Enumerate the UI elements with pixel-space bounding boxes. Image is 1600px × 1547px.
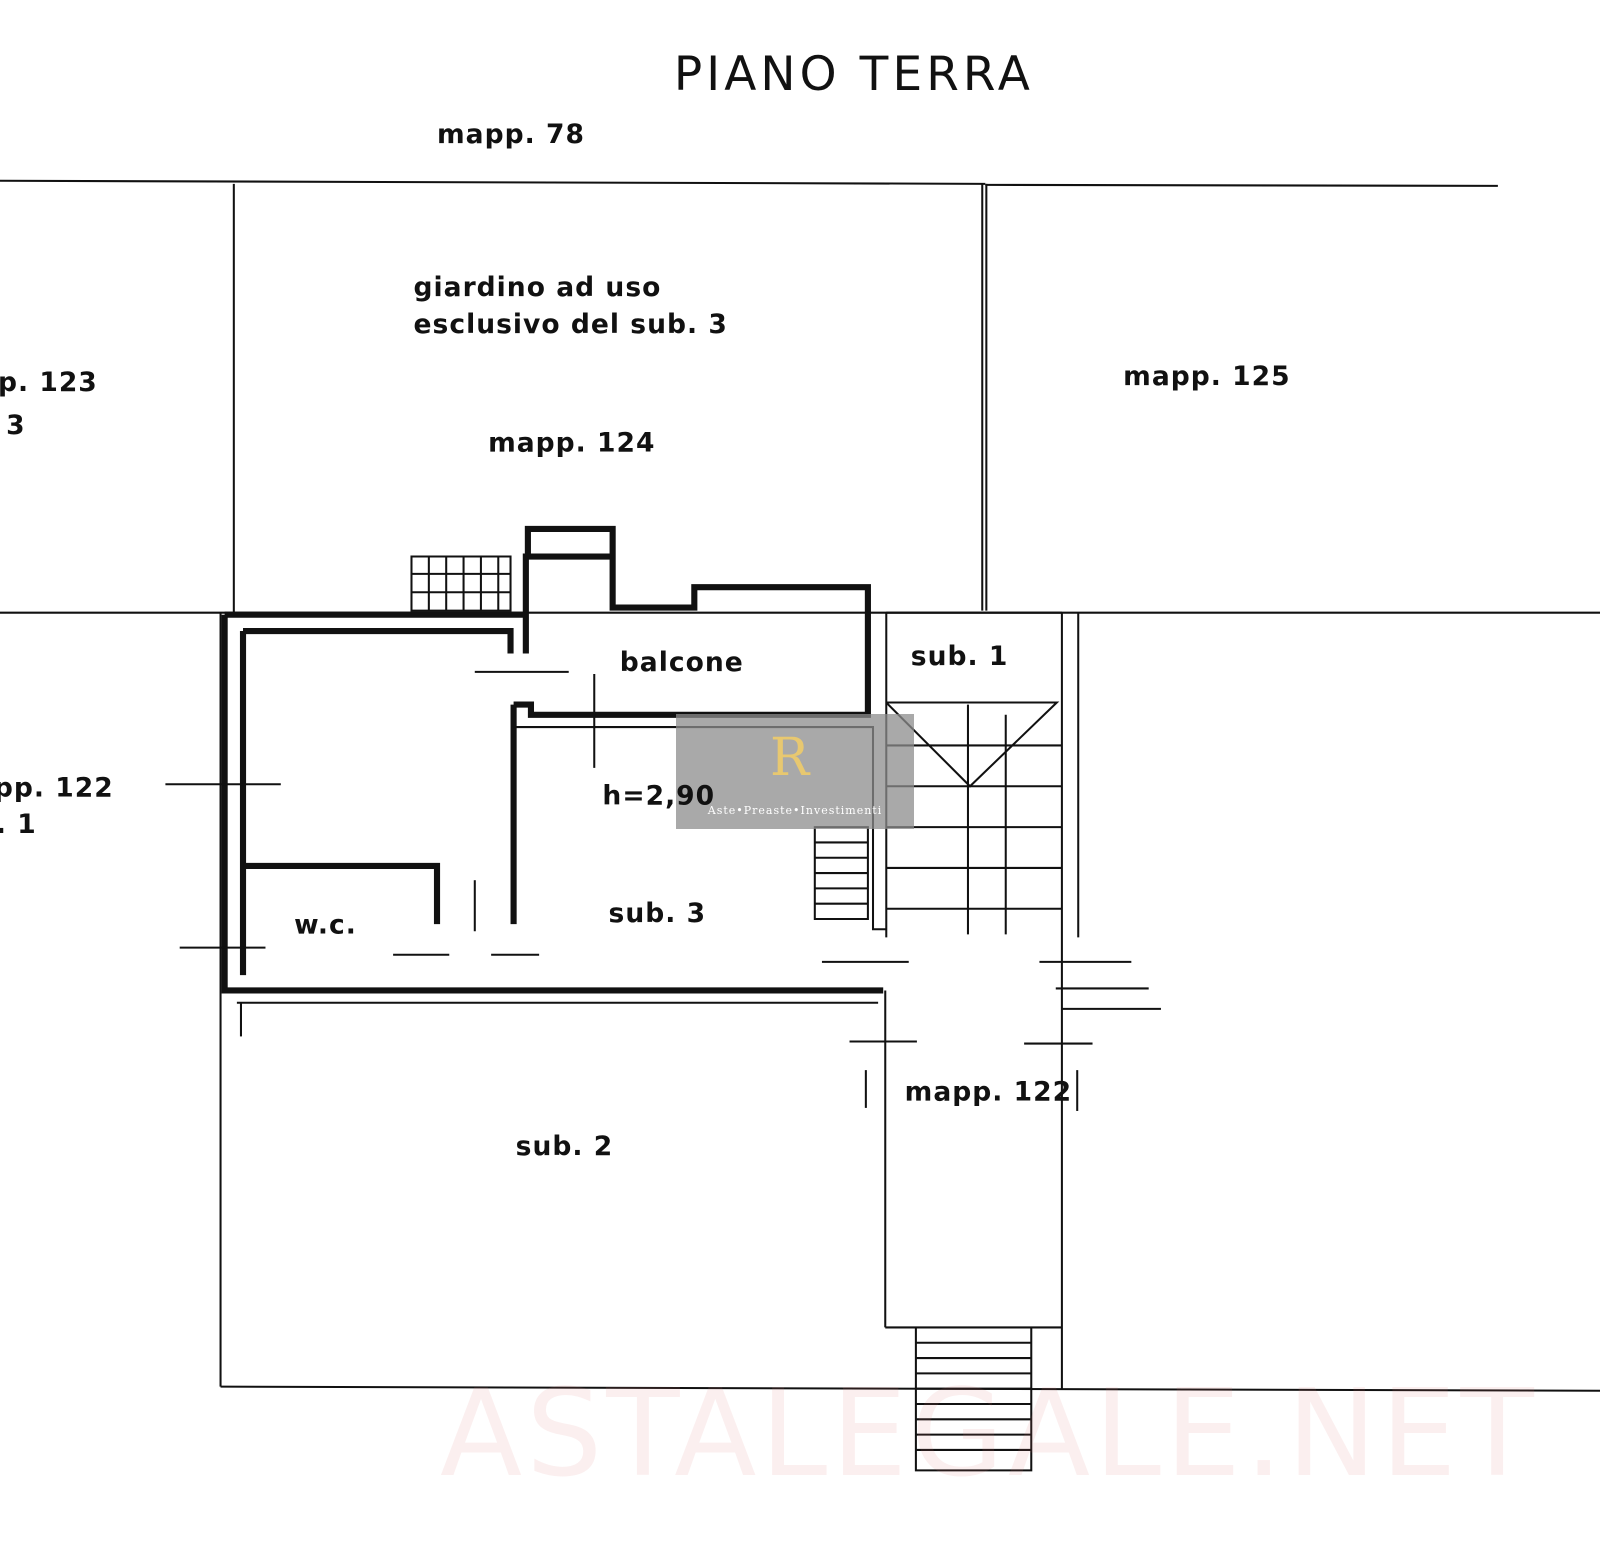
label-giardino-1: giardino ad uso <box>414 272 662 303</box>
label-mapp-122: mapp. 122 <box>905 1077 1072 1108</box>
label-sub-3: sub. 3 <box>609 898 707 929</box>
label-mapp-78: mapp. 78 <box>437 119 585 150</box>
door-marks <box>165 670 1161 1111</box>
plan-title: PIANO TERRA <box>674 47 1034 102</box>
label-mapp-124: mapp. 124 <box>488 427 655 458</box>
label-sub-2: sub. 2 <box>516 1131 614 1162</box>
label-balcone: balcone <box>620 647 744 678</box>
label-mapp-125: mapp. 125 <box>1123 361 1290 392</box>
label-giardino-2: esclusivo del sub. 3 <box>414 309 728 340</box>
astalegale-watermark: ASTALEGALE.NET <box>440 1365 1538 1504</box>
label-mapp-122-left: pp. 122 <box>0 772 114 803</box>
watermark-logo: R <box>770 728 810 788</box>
watermark-box <box>676 714 914 829</box>
stairs <box>410 555 1062 1472</box>
label-mapp-122-left-sub: . 1 <box>0 809 37 840</box>
label-sub-1: sub. 1 <box>911 641 1009 672</box>
property-boundaries <box>0 179 1600 1392</box>
label-mapp-123-sub: 3 <box>6 410 25 441</box>
watermark-text: Aste•Preaste•Investimenti <box>707 804 883 817</box>
label-mapp-123: p. 123 <box>0 367 98 398</box>
label-wc: w.c. <box>294 909 357 940</box>
